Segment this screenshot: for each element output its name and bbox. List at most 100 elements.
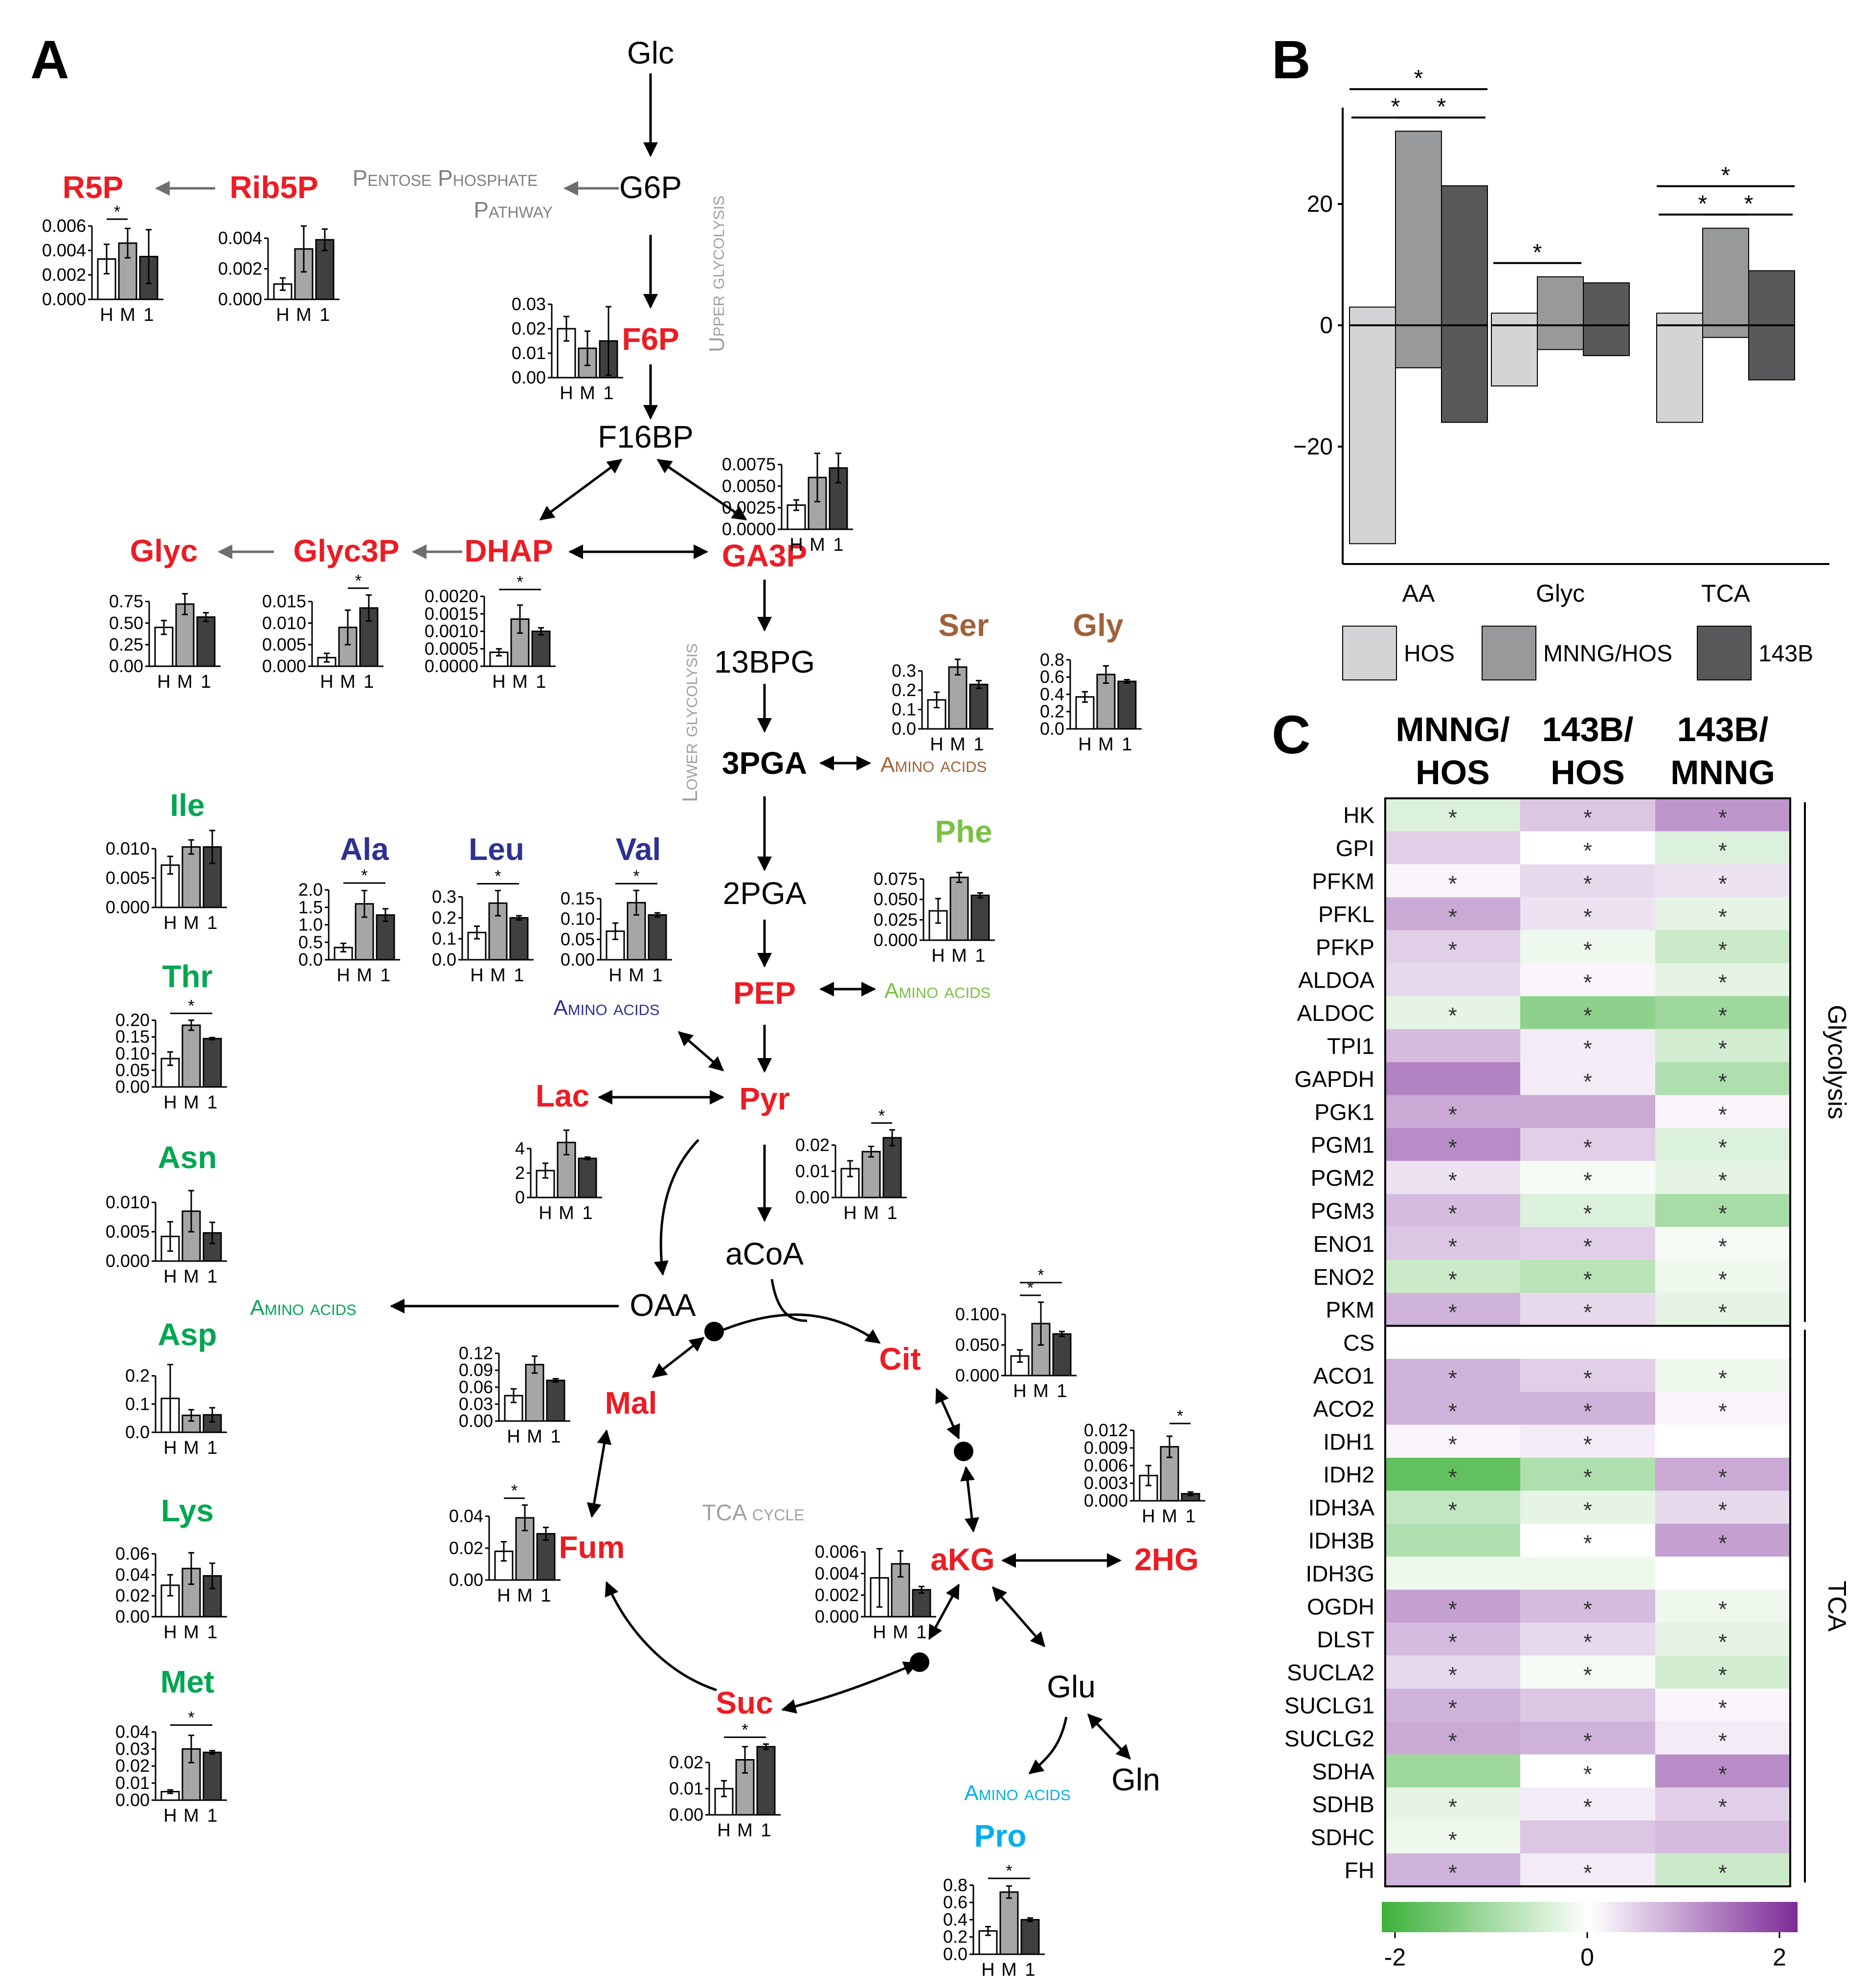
x-tick-label: 1 [363,672,374,692]
node-ser: Ser [938,608,989,643]
heatmap-cell [1520,1721,1655,1755]
heatmap-cell [1385,1293,1520,1326]
significance-star: * [1718,1069,1727,1094]
colorbar-tick-label: 0 [1580,1943,1594,1971]
x-tick-label: H [497,1585,510,1606]
row-label: ALDOC [1297,1000,1374,1026]
x-tick-label: H [981,1960,994,1980]
x-tick-label: 1 [319,305,330,325]
y-tick-label: 0.20 [115,1010,150,1030]
bar [181,1024,201,1088]
heatmap-cell [1520,1523,1655,1557]
y-tick-label: 0.00 [459,1411,493,1431]
significance-star: * [1583,1201,1592,1226]
bar [1117,680,1137,730]
heatmap-cell [1385,1787,1520,1821]
significance-star: * [1718,1102,1727,1127]
y-tick-label: 0.0020 [425,586,478,606]
heatmap-cell [1520,1557,1655,1590]
significance-star: * [1448,1168,1457,1193]
y-tick-label: 0.25 [109,634,143,655]
x-tick-label: H [163,1806,177,1826]
row-label: PGK1 [1314,1099,1374,1125]
bar [578,1157,597,1198]
significance-star: * [1583,904,1592,929]
y-tick-label: 0.2 [432,907,456,927]
y-tick-label: 0.0 [298,949,323,970]
heatmap-cell [1385,1458,1520,1491]
significance-star: * [1718,1266,1727,1292]
row-label: CS [1343,1330,1374,1355]
bar-negative [1441,325,1488,423]
heatmap-cell [1655,1688,1790,1722]
x-tick-label: H [1013,1381,1026,1401]
node-r5p: R5P [63,170,124,205]
heatmap-cell [1655,1029,1790,1062]
y-tick-label: 20 [1307,191,1333,217]
heatmap-cell [1385,1589,1520,1623]
x-tick-label: H [163,1266,177,1287]
x-tick-label: M [810,535,825,555]
y-tick-label: 0.00 [561,949,595,970]
x-tick-label: M [1001,1960,1017,1980]
heatmap-cell [1655,1721,1790,1755]
significance-star: * [1583,1168,1592,1193]
significance-star: * [1448,1300,1457,1325]
significance-star: * [1037,1266,1044,1285]
y-tick-label: 0.050 [955,1335,999,1355]
heatmap-cell [1520,1623,1655,1656]
heatmap-cell [1520,1227,1655,1260]
heatmap-cell [1385,798,1520,832]
heatmap-cell [1655,798,1790,832]
legend-label: MNNG/HOS [1543,641,1672,667]
significance-star: * [1583,1300,1592,1325]
x-tick-label: 1 [536,672,546,692]
bar [531,631,551,667]
heatmap-cell [1385,831,1520,864]
heatmap-cell [1655,831,1790,864]
y-tick-label: 0.0 [432,949,456,970]
y-tick-label: 0.50 [109,613,143,633]
bar [949,877,969,941]
significance-star: * [1448,1662,1457,1688]
significance-star: * [1718,838,1727,863]
y-tick-label: 0.009 [1084,1438,1128,1458]
y-tick-label: 0.010 [106,838,150,858]
x-tick-label: H [163,913,177,933]
significance-star: * [1718,1531,1727,1556]
y-tick-label: 0.005 [262,634,306,655]
pathway-label-aa_bcaa: Amino acids [553,996,659,1020]
y-tick-label: 0.0000 [425,656,478,676]
y-tick-label: 0.06 [115,1543,150,1563]
bar-positive [1583,282,1630,326]
node-dhap: DHAP [464,533,553,568]
y-tick-label: 0.000 [262,656,306,676]
heatmap-cell [1385,1688,1520,1722]
x-tick-label: TCA [1701,580,1751,607]
significance-star: * [1718,1201,1727,1226]
y-tick-label: 0.005 [106,868,150,888]
y-tick-label: 0.0005 [425,638,478,658]
x-tick-label: H [789,535,803,555]
heatmap-cell [1385,1754,1520,1787]
row-label: SDHC [1311,1825,1374,1850]
legend-swatch [1482,626,1536,680]
bar-positive [1702,227,1749,326]
x-tick-label: H [539,1203,552,1223]
heatmap-cell [1520,1161,1655,1194]
y-tick-label: 0.025 [874,909,918,929]
significance-star: * [1583,1036,1592,1062]
y-tick-label: 0.10 [115,1043,150,1063]
panel-label-b: B [1272,30,1310,90]
heatmap-cell [1385,1260,1520,1293]
node-gly: Gly [1073,608,1124,643]
node-leu: Leu [469,832,524,867]
y-tick-label: 0.2 [943,1927,968,1947]
colorbar-tick-label: 2 [1773,1943,1786,1971]
